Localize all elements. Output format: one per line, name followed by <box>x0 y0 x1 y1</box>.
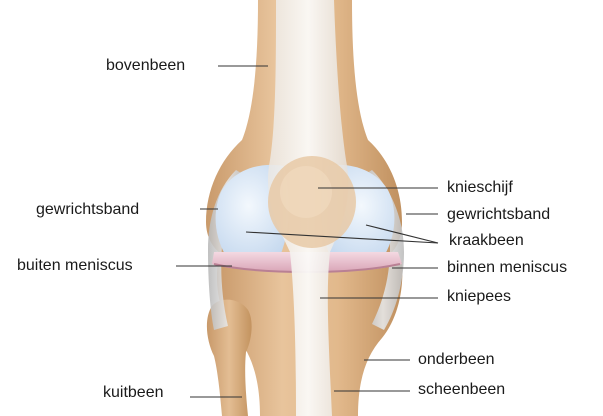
label-kuitbeen: kuitbeen <box>103 384 164 402</box>
label-kraakbeen: kraakbeen <box>449 232 524 250</box>
label-buiten-meniscus: buiten meniscus <box>17 257 133 275</box>
patella-highlight <box>280 166 332 218</box>
label-binnen-meniscus: binnen meniscus <box>447 259 567 277</box>
label-bovenbeen: bovenbeen <box>106 57 185 75</box>
label-knieschijf: knieschijf <box>447 179 513 197</box>
label-scheenbeen: scheenbeen <box>418 381 505 399</box>
label-onderbeen: onderbeen <box>418 351 495 369</box>
label-gewrichtsband-right: gewrichtsband <box>447 206 550 224</box>
label-kniepees: kniepees <box>447 288 511 306</box>
label-gewrichtsband-left: gewrichtsband <box>36 201 139 219</box>
